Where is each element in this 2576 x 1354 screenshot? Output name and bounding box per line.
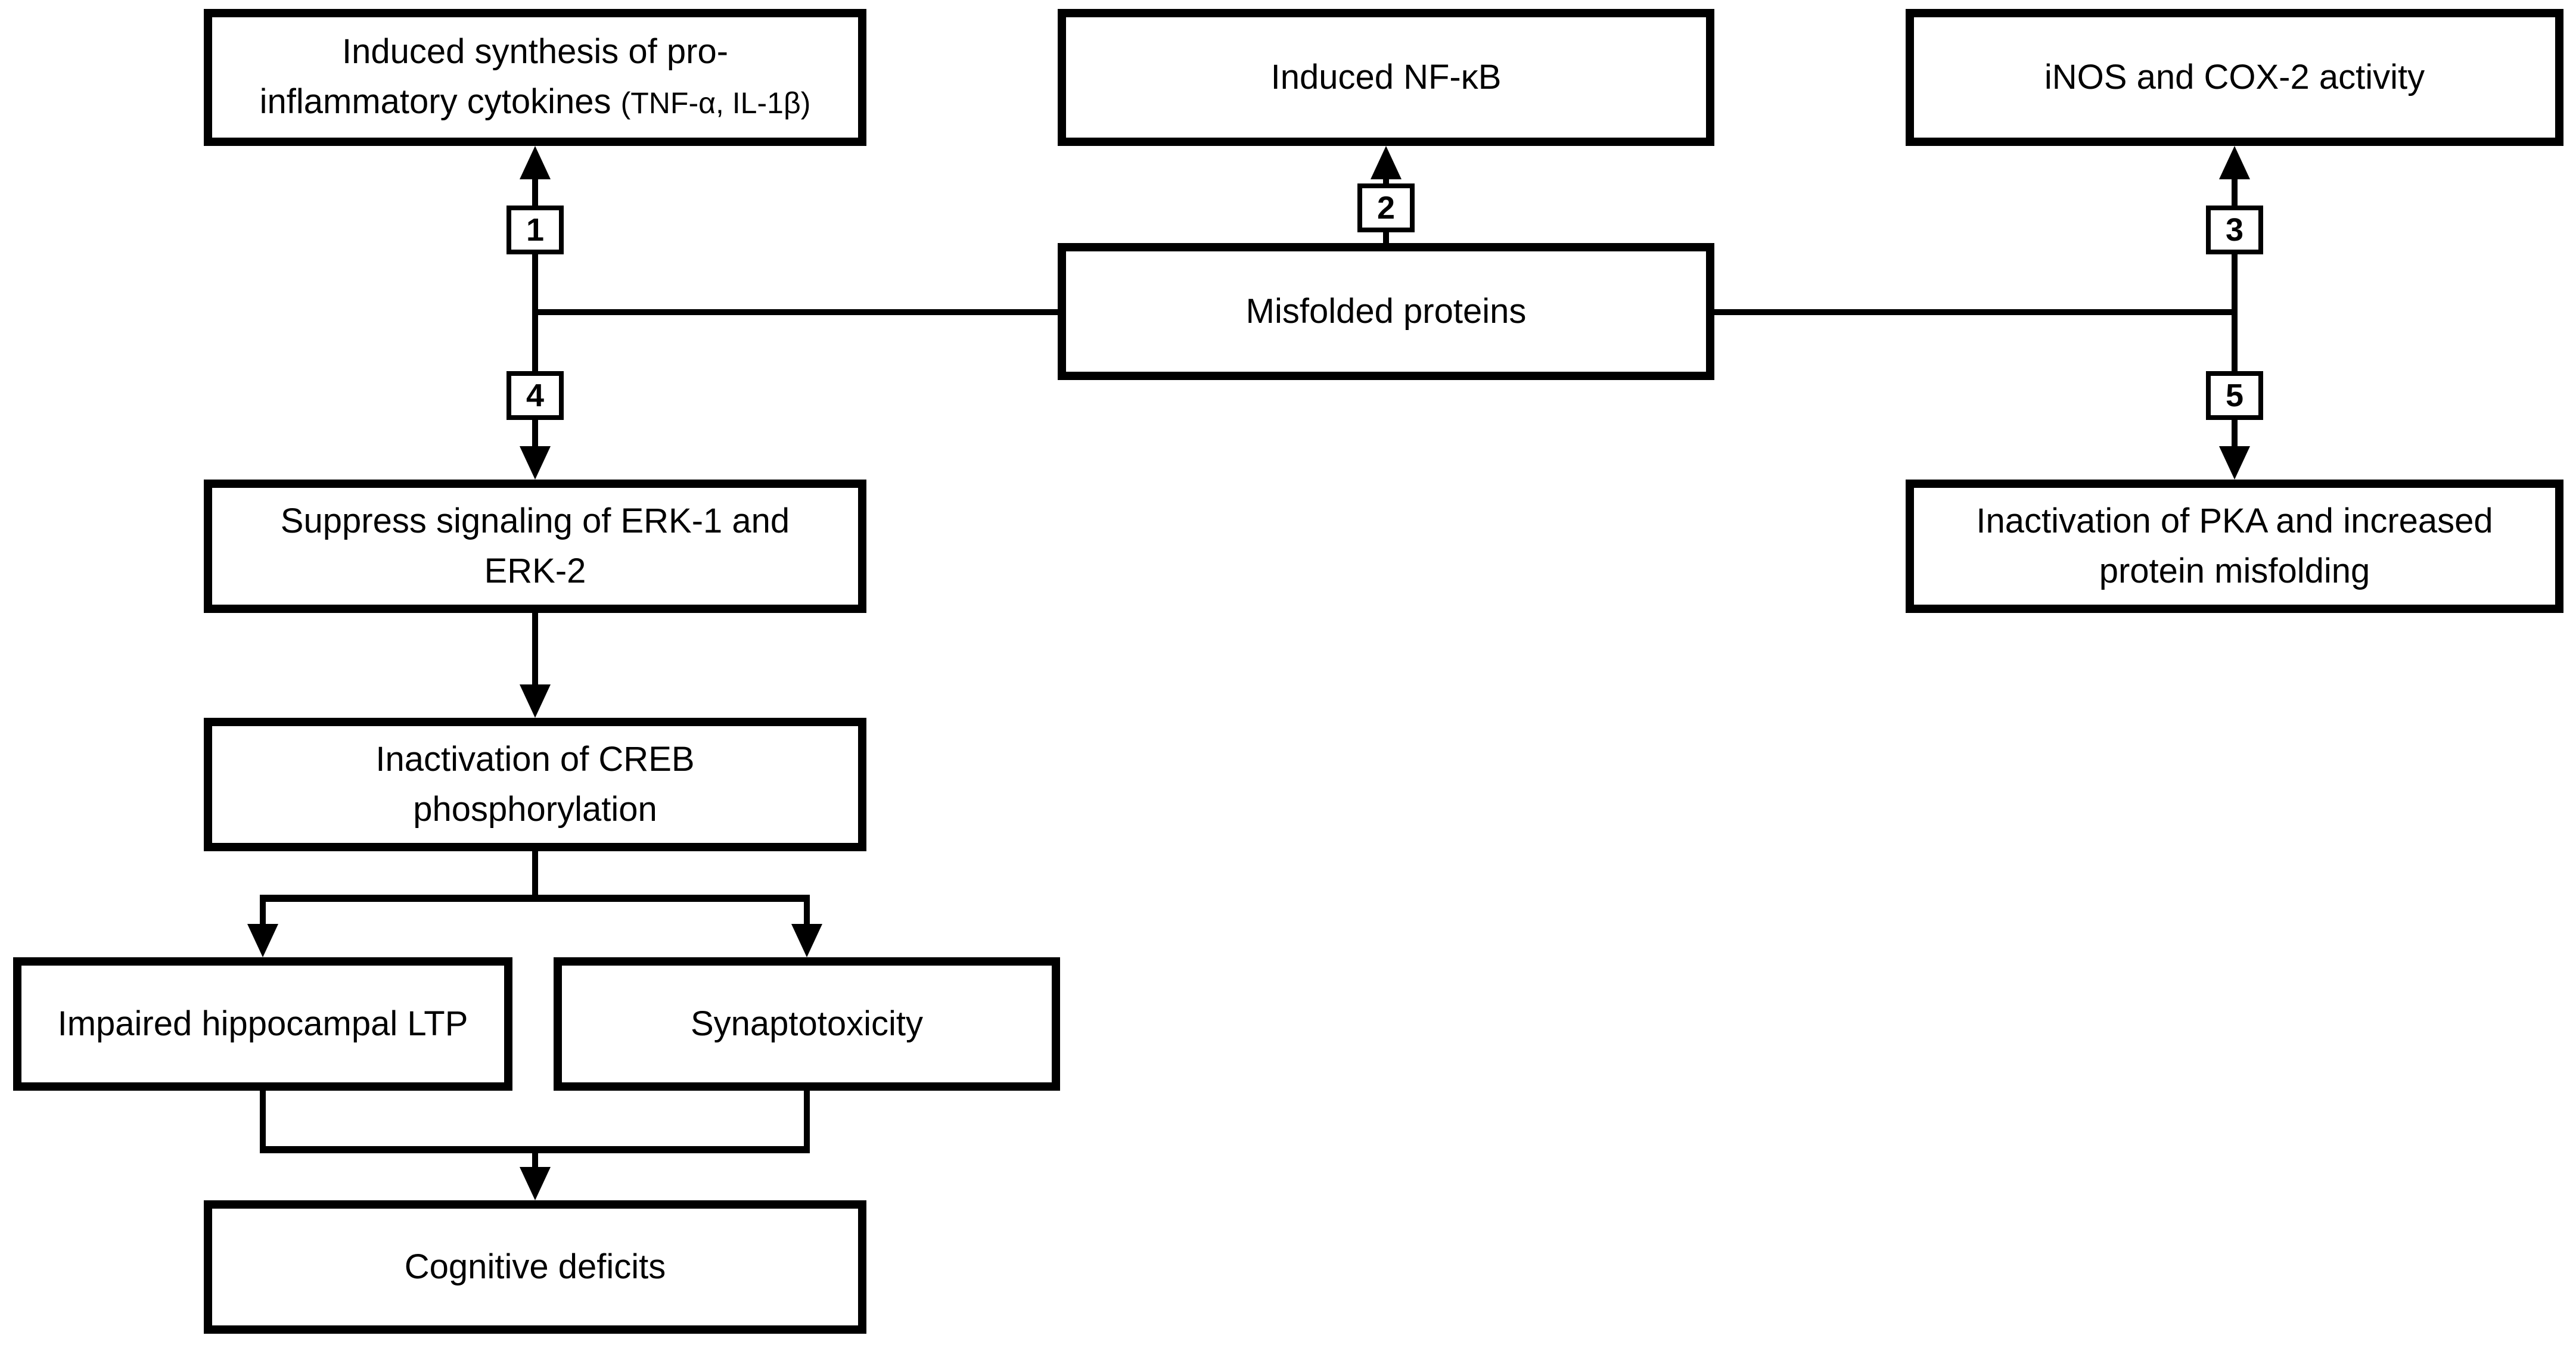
node-synaptotoxicity-label: Synaptotoxicity bbox=[690, 1004, 924, 1043]
edge-label-5: 5 bbox=[2206, 371, 2263, 420]
edge-merge-cognitive-line bbox=[532, 1153, 538, 1169]
edge-label-5-text: 5 bbox=[2225, 378, 2244, 413]
node-inactivation-creb-line1: Inactivation of CREB bbox=[375, 740, 695, 779]
node-induced-nfkb: Induced NF-κB bbox=[1058, 9, 1714, 146]
edge-erk-creb-line bbox=[532, 613, 538, 687]
arrowhead-down-to-synapto-icon bbox=[791, 924, 822, 957]
edge-misfolded-right-horizontal bbox=[1714, 309, 2238, 315]
arrowhead-down-to-cognitive-icon bbox=[520, 1167, 551, 1200]
node-induced-cytokines-line2-main: inflammatory cytokines bbox=[259, 82, 611, 121]
arrowhead-down-to-erk-icon bbox=[520, 446, 551, 480]
node-inactivation-pka-line2: protein misfolding bbox=[2099, 552, 2370, 590]
edge-split-synapto-line bbox=[804, 899, 810, 926]
edge-creb-split-line bbox=[532, 851, 538, 902]
edge-label-4-text: 4 bbox=[526, 378, 545, 413]
node-cognitive-deficits-label: Cognitive deficits bbox=[404, 1247, 666, 1286]
arrowhead-down-to-pka-icon bbox=[2219, 446, 2250, 480]
node-inos-cox2: iNOS and COX-2 activity bbox=[1906, 9, 2563, 146]
node-induced-cytokines-line2-paren: (TNF-α, IL-1β) bbox=[620, 86, 811, 120]
node-induced-cytokines-line1: Induced synthesis of pro- bbox=[341, 32, 729, 71]
node-misfolded-proteins-label: Misfolded proteins bbox=[1245, 292, 1527, 331]
edge-label-2: 2 bbox=[1357, 183, 1415, 232]
node-induced-cytokines-line2: inflammatory cytokines (TNF-α, IL-1β) bbox=[260, 77, 811, 128]
arrowhead-up-to-inos-icon bbox=[2219, 146, 2250, 179]
node-induced-cytokines: Induced synthesis of pro- inflammatory c… bbox=[204, 9, 866, 146]
edge-label-4: 4 bbox=[507, 371, 564, 420]
edge-synapto-merge-line bbox=[804, 1091, 810, 1150]
edge-label-3: 3 bbox=[2206, 206, 2263, 254]
arrowhead-down-to-creb-icon bbox=[520, 684, 551, 718]
node-suppress-erk-line1: Suppress signaling of ERK-1 and bbox=[280, 502, 790, 540]
edge-label-3-text: 3 bbox=[2225, 212, 2244, 248]
node-suppress-erk-line2: ERK-2 bbox=[484, 552, 586, 590]
edge-ltp-merge-line bbox=[260, 1091, 266, 1150]
edge-label-1: 1 bbox=[507, 206, 564, 254]
arrowhead-down-to-ltp-icon bbox=[247, 924, 278, 957]
node-inos-cox2-label: iNOS and COX-2 activity bbox=[2044, 58, 2425, 97]
merge-bar bbox=[260, 1146, 810, 1153]
node-suppress-erk: Suppress signaling of ERK-1 and ERK-2 bbox=[204, 480, 866, 613]
node-inactivation-pka-line1: Inactivation of PKA and increased bbox=[1976, 502, 2493, 540]
node-cognitive-deficits: Cognitive deficits bbox=[204, 1200, 866, 1334]
edge-label-1-text: 1 bbox=[526, 212, 545, 248]
edge-misfolded-left-horizontal bbox=[532, 309, 1058, 315]
edge-split-ltp-line bbox=[260, 899, 266, 926]
node-impaired-ltp-label: Impaired hippocampal LTP bbox=[57, 1004, 468, 1043]
node-inactivation-creb: Inactivation of CREB phosphorylation bbox=[204, 718, 866, 851]
node-inactivation-pka: Inactivation of PKA and increased protei… bbox=[1906, 480, 2563, 613]
arrowhead-up-to-cytokines-icon bbox=[520, 146, 551, 179]
arrowhead-up-to-nfkb-icon bbox=[1371, 146, 1402, 179]
split-bar bbox=[260, 895, 810, 902]
edge-label-2-text: 2 bbox=[1376, 190, 1396, 226]
node-misfolded-proteins: Misfolded proteins bbox=[1058, 243, 1714, 380]
node-synaptotoxicity: Synaptotoxicity bbox=[554, 957, 1060, 1091]
node-inactivation-creb-line2: phosphorylation bbox=[413, 790, 657, 829]
node-induced-nfkb-label: Induced NF-κB bbox=[1270, 58, 1502, 97]
node-impaired-ltp: Impaired hippocampal LTP bbox=[13, 957, 512, 1091]
